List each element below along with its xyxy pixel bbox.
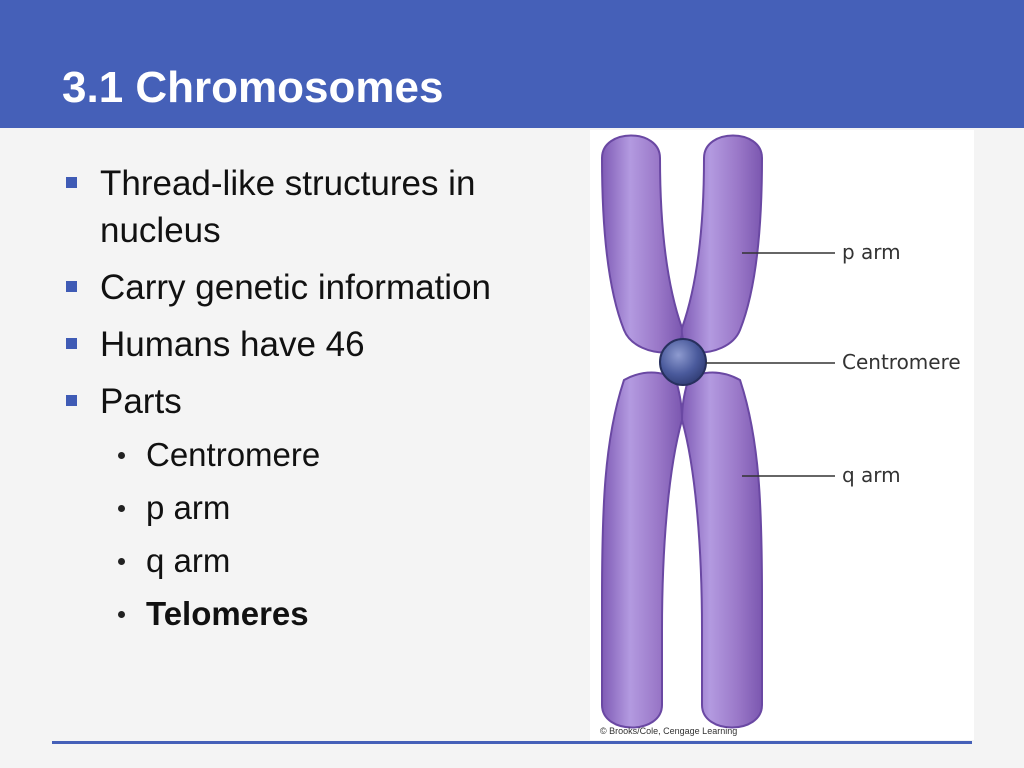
- bullet-text: Carry genetic information: [100, 268, 491, 307]
- upper-right-arm: [680, 134, 764, 354]
- sub-bullet-list: Centromere p arm q arm Telomeres: [62, 433, 562, 635]
- sub-bullet-item: Centromere: [62, 433, 562, 476]
- bullet-text: Parts: [100, 382, 182, 421]
- dot-bullet-icon: [118, 505, 125, 512]
- sub-bullet-item: q arm: [62, 539, 562, 582]
- sub-bullet-text: q arm: [146, 542, 231, 579]
- bullet-list: Thread-like structures in nucleus Carry …: [62, 160, 562, 645]
- sub-bullet-text: Telomeres: [146, 595, 309, 632]
- slide-title: 3.1 Chromosomes: [62, 63, 444, 112]
- bullet-text: Thread-like structures in nucleus: [100, 164, 476, 250]
- square-bullet-icon: [66, 395, 77, 406]
- bullet-item: Thread-like structures in nucleus: [62, 160, 562, 254]
- sub-bullet-text: Centromere: [146, 436, 321, 473]
- centromere-shape: [659, 338, 707, 386]
- lower-left-arm: [601, 371, 684, 729]
- p-arm-label: p arm: [842, 240, 901, 264]
- upper-left-arm: [600, 134, 684, 354]
- chromosome-diagram: p arm Centromere q arm © Brooks/Cole, Ce…: [600, 134, 961, 736]
- dot-bullet-icon: [118, 611, 125, 618]
- bullet-text: Humans have 46: [100, 325, 365, 364]
- sub-bullet-text: p arm: [146, 489, 231, 526]
- footer-divider: [52, 741, 972, 744]
- centromere-label: Centromere: [842, 350, 961, 374]
- bullet-item: Carry genetic information: [62, 264, 562, 311]
- square-bullet-icon: [66, 281, 77, 292]
- bullet-item: Humans have 46: [62, 321, 562, 368]
- q-arm-label: q arm: [842, 463, 901, 487]
- title-bar: 3.1 Chromosomes: [0, 0, 1024, 128]
- square-bullet-icon: [66, 177, 77, 188]
- dot-bullet-icon: [118, 558, 125, 565]
- lower-right-arm: [680, 371, 763, 729]
- image-credit: © Brooks/Cole, Cengage Learning: [600, 726, 737, 736]
- square-bullet-icon: [66, 338, 77, 349]
- dot-bullet-icon: [118, 452, 125, 459]
- sub-bullet-item: Telomeres: [62, 592, 562, 635]
- sub-bullet-item: p arm: [62, 486, 562, 529]
- bullet-item: Parts Centromere p arm q arm Telomeres: [62, 378, 562, 635]
- chromosome-figure: p arm Centromere q arm © Brooks/Cole, Ce…: [590, 130, 974, 740]
